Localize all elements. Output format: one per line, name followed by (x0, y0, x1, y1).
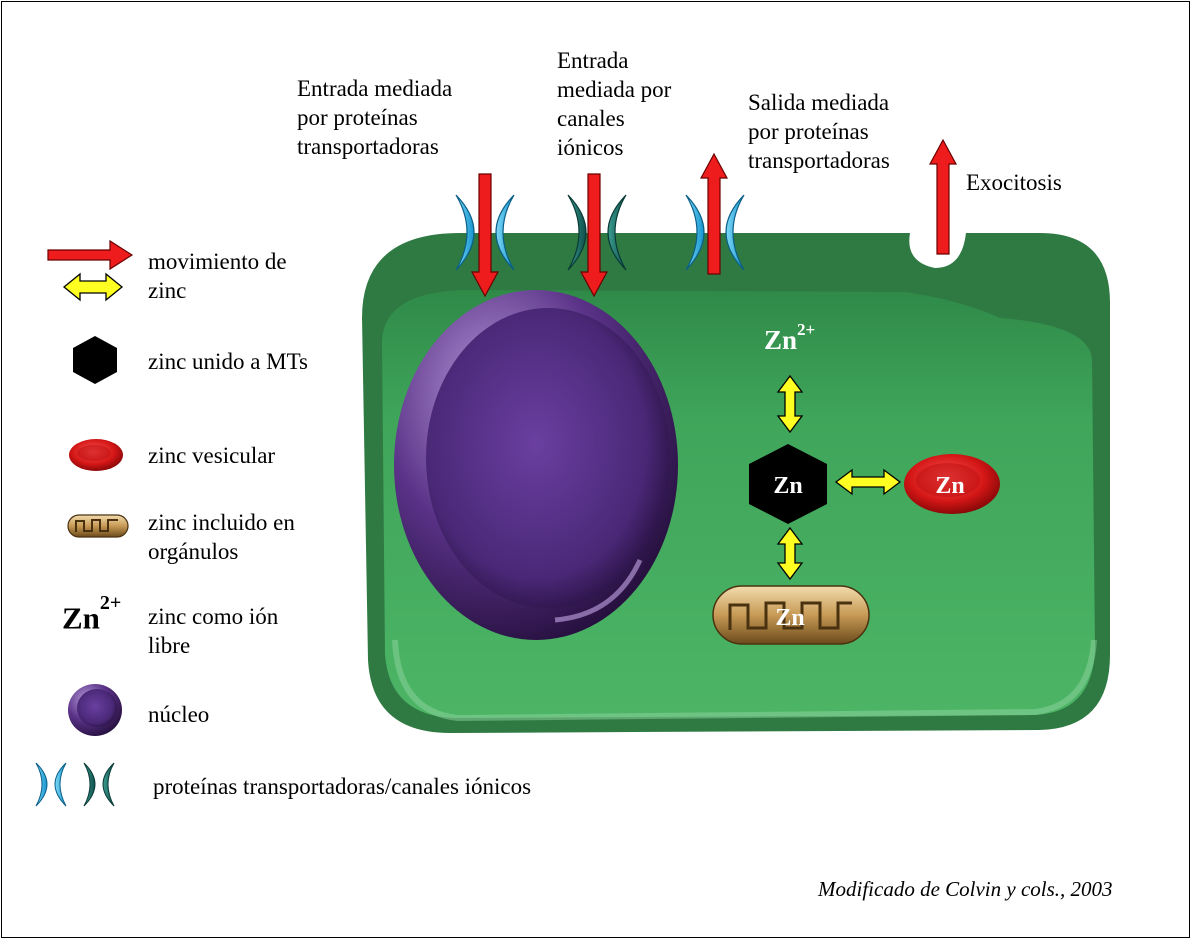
vesicle-zinc-label: Zn (935, 473, 964, 499)
legend-nucleus-label: núcleo (148, 700, 209, 729)
legend-free-ion-symbol: Zn2+ (62, 600, 121, 636)
legend-nucleus-icon (68, 684, 122, 736)
legend-organelle-icon (68, 515, 128, 537)
legend-transporter-label: proteínas transportadoras/canales iónico… (153, 772, 531, 801)
legend-movement-label: movimiento de zinc (148, 247, 287, 305)
cell-free-ion-symbol: Zn (764, 325, 797, 355)
cell-free-ion-charge: 2+ (797, 320, 815, 339)
legend-transporter-icon (36, 763, 114, 806)
cell-nucleus (394, 290, 678, 640)
cell-free-ion: Zn2+ (764, 324, 815, 356)
source-caption: Modificado de Colvin y cols., 2003 (818, 875, 1113, 904)
organelle-zinc-label: Zn (775, 605, 804, 631)
arrow-exocytosis (930, 140, 956, 254)
legend-mt-icon (73, 336, 117, 384)
zinc-vesicle: Zn (904, 454, 1000, 514)
label-carrier-entry: Entrada mediada por proteínas transporta… (297, 74, 452, 161)
label-exocytosis: Exocitosis (966, 168, 1062, 197)
legend-mt-label: zinc unido a MTs (148, 347, 308, 376)
label-carrier-exit: Salida mediada por proteínas transportad… (748, 88, 890, 175)
zinc-organelle: Zn (713, 586, 869, 644)
legend-movement-icon (48, 241, 132, 300)
legend-vesicle-label: zinc vesicular (148, 441, 275, 470)
mt-zinc-label: Zn (773, 473, 802, 499)
legend-vesicle-icon (69, 439, 123, 471)
legend-free-ion-label: zinc como ión libre (148, 602, 278, 660)
legend-organelle-label: zinc incluido en orgánulos (148, 508, 295, 566)
label-channel-entry: Entrada mediada por canales iónicos (557, 46, 671, 162)
